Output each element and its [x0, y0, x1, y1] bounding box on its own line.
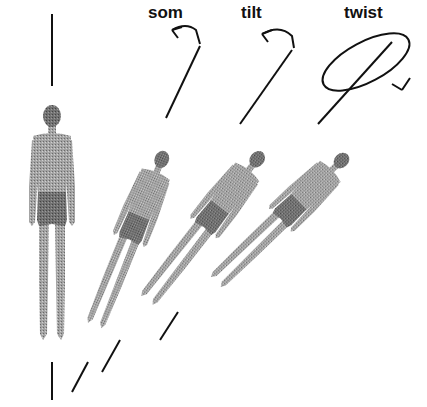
- rotation-label: tilt: [241, 4, 262, 21]
- rotation-label: som: [148, 4, 183, 21]
- rotation-label: twist: [344, 4, 383, 21]
